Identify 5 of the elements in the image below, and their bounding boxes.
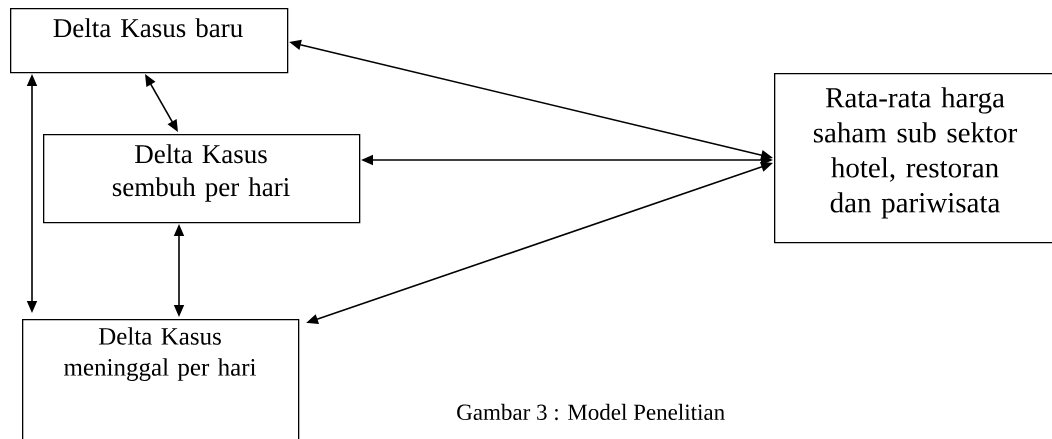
process-box: Rata-rata harga saham sub sektor hotel, restoran dan pariwisata [774,73,1052,244]
process-box: Delta Kasus sembuh per hari [43,134,361,224]
process-box: Delta Kasus meninggal per hari [22,319,300,439]
process-box: Delta Kasus baru [10,8,289,74]
caption: Gambar 3 : Model Penelitian [457,403,725,421]
